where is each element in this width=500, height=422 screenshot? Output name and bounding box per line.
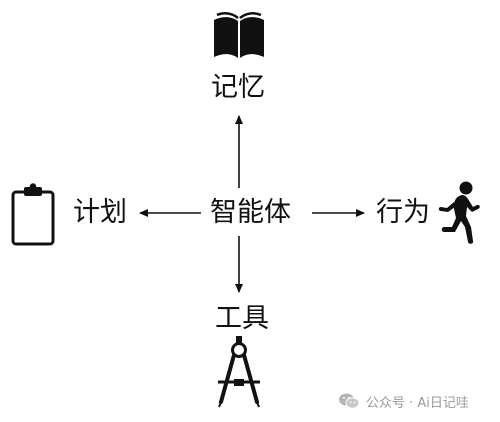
action-label: 行为	[376, 197, 430, 228]
clipboard-icon	[11, 183, 55, 246]
watermark: 公众号 · Ai日记哇	[338, 390, 469, 412]
plan-label: 计划	[73, 197, 127, 228]
agent-label: 智能体	[210, 197, 291, 228]
watermark-text: 公众号 · Ai日记哇	[366, 395, 469, 411]
running-person-icon	[438, 181, 480, 244]
tools-label: 工具	[215, 303, 269, 334]
compass-icon	[218, 336, 260, 408]
wechat-icon	[339, 393, 360, 409]
memory-label: 记忆	[211, 72, 265, 103]
book-icon	[214, 12, 264, 58]
